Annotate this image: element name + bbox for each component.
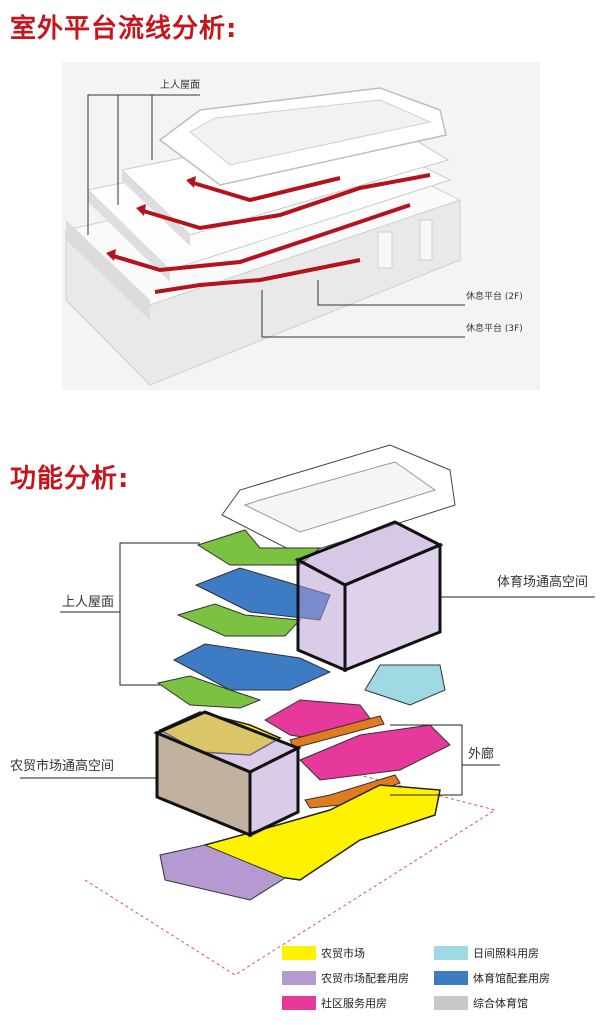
flow-arrow (106, 249, 116, 261)
flow-path-ramp (154, 258, 361, 294)
floor-1-edge (66, 220, 150, 320)
legend-label: 体育馆配套用房 (473, 972, 550, 985)
legend-swatch (282, 946, 316, 960)
section-title-function: 功能分析: (10, 464, 130, 494)
legend-label: 日间照料用房 (473, 947, 539, 960)
flow-path-3f (139, 173, 431, 231)
legend-swatch (434, 996, 468, 1010)
flow-arrow (136, 204, 146, 216)
legend-item: 农贸市场 (282, 944, 365, 962)
label-rest-2f: 休息平台 (2F) (466, 290, 523, 302)
flow-path-2f (109, 203, 411, 273)
pillar (419, 219, 433, 261)
function-legend: 农贸市场 日间照料用房 农贸市场配套用房 体育馆配套用房 社区服务用房 综合体育… (282, 944, 582, 1016)
floor-3-edge (122, 170, 190, 246)
leader-lines (87, 94, 465, 338)
floor-2-edge (88, 190, 170, 282)
label-roof: 上人屋面 (160, 79, 200, 91)
legend-item: 综合体育馆 (434, 994, 528, 1012)
legend-label: 农贸市场配套用房 (321, 972, 409, 985)
top-roof-inner (189, 99, 432, 166)
section-title-outdoor-flow: 室外平台流线分析: (10, 14, 238, 44)
pillar (377, 231, 393, 269)
label-rest-3f: 休息平台 (3F) (466, 322, 523, 334)
legend-swatch (282, 971, 316, 985)
legend-swatch (282, 996, 316, 1010)
legend-label: 农贸市场 (321, 947, 365, 960)
legend-swatch (434, 946, 468, 960)
legend-swatch (434, 971, 468, 985)
flow-arrow (186, 176, 196, 188)
legend-item: 日间照料用房 (434, 944, 539, 962)
legend-label: 社区服务用房 (321, 997, 387, 1010)
legend-item: 农贸市场配套用房 (282, 969, 409, 987)
legend-label: 综合体育馆 (473, 997, 528, 1010)
legend-item: 社区服务用房 (282, 994, 387, 1012)
flow-path-roof (189, 176, 341, 203)
legend-item: 体育馆配套用房 (434, 969, 550, 987)
